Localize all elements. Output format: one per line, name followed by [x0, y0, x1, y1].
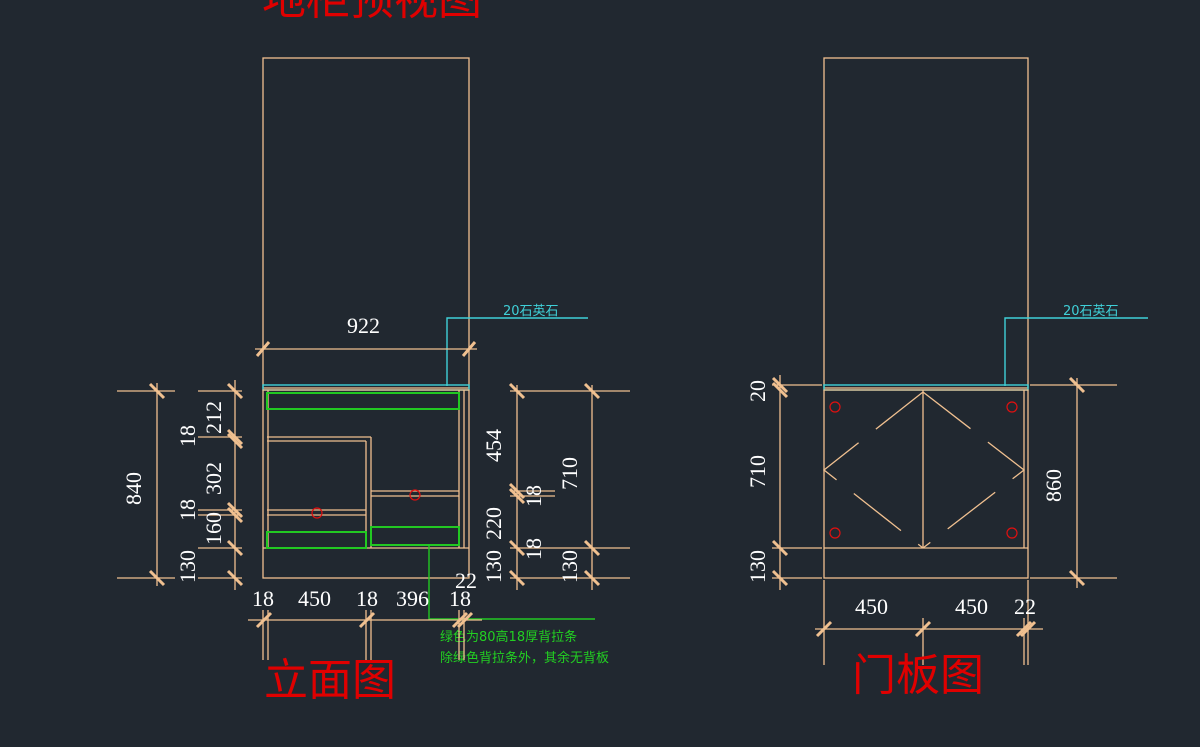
shelf-pin-marker: [409, 489, 421, 501]
drawing-line: [226, 506, 244, 524]
door-label: 门板图: [852, 650, 984, 701]
drawing-line: [1068, 376, 1086, 394]
elevation-label: 立面图: [264, 655, 396, 706]
drawing-group: [198, 380, 244, 590]
drawing-line: [1015, 620, 1033, 638]
hinge-marker: [1006, 401, 1018, 413]
drawing-line: [583, 539, 601, 557]
drawing-line: [771, 569, 789, 587]
dimension-label: 22: [1014, 594, 1036, 619]
door-panel-view: 20石英石 20 710 130 860: [745, 57, 1148, 701]
countertop-leader: [446, 317, 588, 386]
dim-overall-width: 922: [347, 313, 380, 338]
drawing-line: [508, 539, 526, 557]
drawing-line: [226, 501, 244, 519]
dimension-label: 130: [175, 550, 200, 583]
strip-leader: [428, 545, 595, 620]
countertop-note: 20石英石: [1063, 304, 1119, 319]
dimension-label: 18: [175, 425, 200, 447]
dimension-label: 160: [201, 512, 226, 545]
drawing-line: [226, 569, 244, 587]
shelf-pin-marker: [311, 507, 323, 519]
dimension-label: 450: [855, 594, 888, 619]
dimension-label: 18: [449, 586, 471, 611]
countertop-note: 20石英石: [503, 304, 559, 319]
dimension-label: 710: [557, 457, 582, 490]
drawing-line: [508, 382, 526, 400]
back-strip-right: [370, 526, 460, 546]
drawing-line: [451, 611, 469, 629]
dimension-label: 130: [745, 550, 770, 583]
strip-note-1: 绿色为80高18厚背拉条: [440, 629, 577, 645]
strip-note-2: 除绿色背拉条外，其余无背板: [440, 650, 609, 666]
drawing-line: [456, 611, 474, 629]
drawing-line: [583, 569, 601, 587]
dimension-label: 454: [481, 429, 506, 462]
dim-total-height: 840: [121, 472, 146, 505]
cabinet-body: [823, 389, 1029, 579]
drawing-title: 地柜预视图: [262, 0, 482, 25]
dimension-label: 130: [557, 550, 582, 583]
drawing-line: [255, 341, 271, 357]
drawing-line: [914, 620, 932, 638]
drawing-line: [226, 432, 244, 450]
drawing-line: [1068, 569, 1086, 587]
back-strip-left: [266, 531, 367, 549]
drawing-line: [771, 539, 789, 557]
countertop-leader: [1004, 317, 1148, 386]
drawing-line: [771, 381, 789, 399]
dimension-label: 450: [955, 594, 988, 619]
dimension-label: 212: [201, 401, 226, 434]
hinge-marker: [1006, 527, 1018, 539]
back-strip-top: [266, 392, 460, 410]
dimension-label: 18: [252, 586, 274, 611]
dimension-label: 710: [745, 455, 770, 488]
hinge-marker: [829, 401, 841, 413]
drawing-line: [226, 428, 244, 446]
dimension-label: 860: [1041, 469, 1066, 502]
dimension-label: 18: [521, 485, 546, 507]
dimension-label: 20: [745, 380, 770, 402]
dimension-label: 18: [175, 499, 200, 521]
door-swing-left: [822, 391, 924, 549]
drawing-line: [508, 569, 526, 587]
dimension-label: 18: [521, 538, 546, 560]
dimension-label: 22: [455, 568, 477, 593]
dimension-label: 130: [481, 550, 506, 583]
drawing-line: [1019, 620, 1037, 638]
upper-outline: [262, 57, 470, 389]
hinge-marker: [829, 527, 841, 539]
dimension-label: 220: [481, 507, 506, 540]
drawing-line: [815, 620, 833, 638]
drawing-line: [226, 539, 244, 557]
drawing-line: [226, 382, 244, 400]
drawing-line: [255, 611, 273, 629]
drawing-line: [148, 382, 166, 400]
door-swing-right: [922, 391, 1026, 549]
upper-outline: [823, 57, 1029, 389]
drawing-line: [148, 569, 166, 587]
cabinet-body: [262, 389, 470, 579]
drawing-line: [508, 482, 526, 500]
dimension-label: 302: [201, 462, 226, 495]
elevation-view: 20石英石 922 绿色为80高18厚背拉条 除绿色背拉条外，其余无背板 840: [117, 57, 630, 706]
dimension-label: 396: [396, 586, 429, 611]
drawing-line: [508, 487, 526, 505]
drawing-line: [583, 382, 601, 400]
dimension-label: 18: [356, 586, 378, 611]
drawing-line: [358, 611, 376, 629]
drawing-line: [771, 376, 789, 394]
dimension-label: 450: [298, 586, 331, 611]
drawing-line: [461, 341, 477, 357]
